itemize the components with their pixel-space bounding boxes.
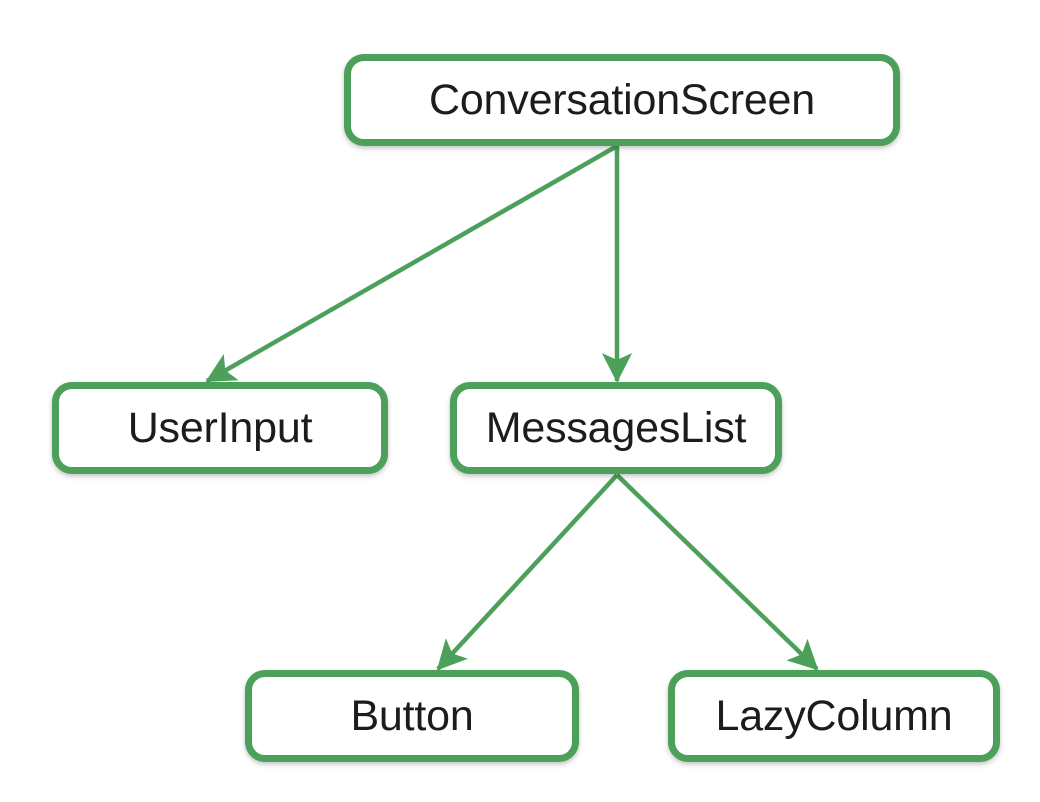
node-label-conversation-screen: ConversationScreen <box>428 75 815 124</box>
node-button[interactable]: Button <box>245 670 579 762</box>
node-user-input[interactable]: UserInput <box>52 382 388 474</box>
node-conversation-screen[interactable]: ConversationScreen <box>344 54 900 146</box>
node-label-user-input: UserInput <box>127 403 313 452</box>
node-label-lazy-column: LazyColumn <box>715 691 953 740</box>
edge-conversation-to-userinput <box>205 144 619 383</box>
node-label-messages-list: MessagesList <box>485 403 747 452</box>
node-label-button: Button <box>350 691 474 740</box>
node-messages-list[interactable]: MessagesList <box>450 382 782 474</box>
edge-messageslist-to-button <box>436 473 619 671</box>
edge-messageslist-to-lazycolumn <box>615 473 819 671</box>
node-lazy-column[interactable]: LazyColumn <box>668 670 1000 762</box>
